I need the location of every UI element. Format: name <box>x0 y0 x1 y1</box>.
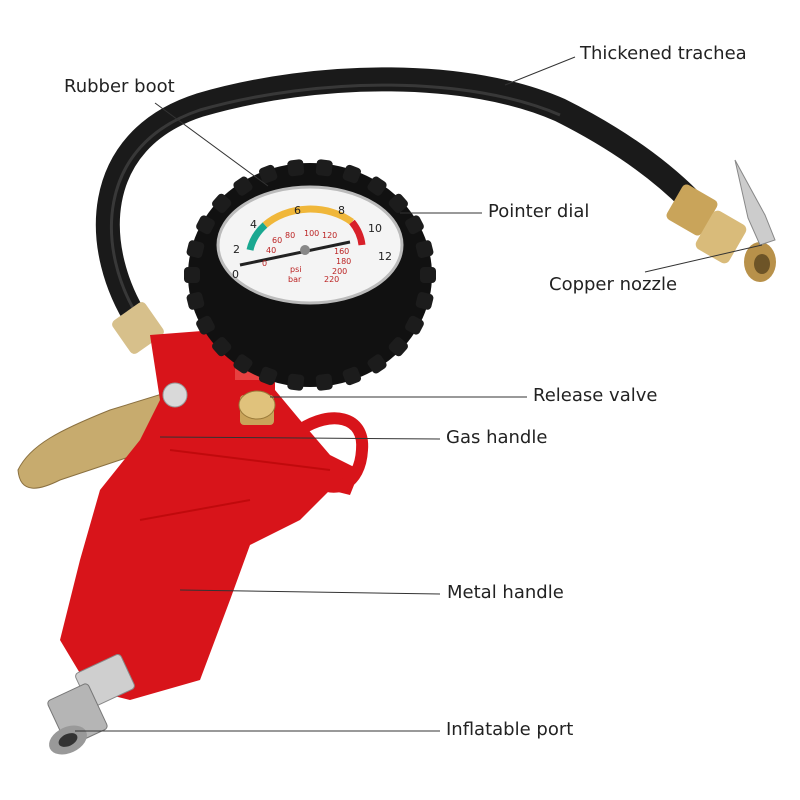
psi-tick: 0 <box>262 259 267 268</box>
dial-needle <box>239 240 351 267</box>
boot-tooth <box>342 366 362 386</box>
psi-tick: 60 <box>272 236 282 245</box>
bar-tick: 8 <box>338 204 345 217</box>
psi-tick: 180 <box>336 257 351 266</box>
boot-tooth <box>342 164 362 184</box>
boot-tooth <box>186 240 205 258</box>
label-release-valve: Release valve <box>533 385 658 406</box>
hose <box>95 67 702 337</box>
boot-tooth <box>388 193 408 214</box>
boot-tooth <box>196 315 215 335</box>
boot-tooth <box>420 267 436 283</box>
psi-unit: psi <box>290 265 301 274</box>
hanger-ring <box>296 412 369 493</box>
boot-tooth <box>405 315 424 335</box>
leader-copper-nozzle <box>644 244 763 273</box>
boot-tooth <box>367 176 387 196</box>
bar-tick: 6 <box>294 204 301 217</box>
bar-tick: 0 <box>232 268 239 281</box>
boot-tooth <box>415 292 434 310</box>
trigger-lever <box>17 389 176 489</box>
label-copper-nozzle: Copper nozzle <box>549 274 678 295</box>
boot-tooth <box>287 373 305 391</box>
psi-tick: 100 <box>304 229 319 238</box>
psi-tick: 160 <box>334 247 349 256</box>
leader-thickened-trachea <box>504 56 576 86</box>
pointer-dial: 0 2 4 6 8 10 12 0 40 60 80 100 120 160 1… <box>216 185 404 305</box>
boot-tooth <box>184 267 200 283</box>
boot-tooth <box>405 215 424 235</box>
boot-tooth <box>315 373 333 391</box>
bar-tick: 10 <box>368 222 382 235</box>
pivot-pin <box>162 382 188 408</box>
boot-tooth <box>212 336 232 357</box>
leader-metal-handle <box>179 589 441 595</box>
psi-tick: 220 <box>324 275 339 284</box>
label-metal-handle: Metal handle <box>447 582 564 603</box>
psi-tick: 200 <box>332 267 347 276</box>
label-inflatable-port: Inflatable port <box>446 719 574 740</box>
boot-tooth <box>287 159 305 177</box>
psi-tick: 40 <box>266 246 276 255</box>
gun-body <box>60 330 360 700</box>
boot-tooth <box>315 159 333 177</box>
psi-tick: 80 <box>285 231 295 240</box>
boot-tooth <box>415 240 434 258</box>
label-gas-handle: Gas handle <box>446 427 548 448</box>
boot-tooth <box>233 354 253 374</box>
label-rubber-boot: Rubber boot <box>64 76 175 97</box>
bar-tick: 2 <box>233 243 240 256</box>
bar-tick: 4 <box>250 218 257 231</box>
leader-lines <box>75 56 763 732</box>
boot-tooth <box>196 215 215 235</box>
label-pointer-dial: Pointer dial <box>488 201 590 222</box>
boot-tooth <box>258 164 278 184</box>
boot-tooth <box>258 366 278 386</box>
psi-tick: 120 <box>322 231 337 240</box>
leader-rubber-boot <box>154 102 269 187</box>
label-thickened-trachea: Thickened trachea <box>580 43 747 64</box>
leader-gas-handle <box>159 436 441 440</box>
release-valve <box>238 390 276 425</box>
boot-tooth <box>212 193 232 214</box>
bar-tick: 12 <box>378 250 392 263</box>
boot-tooth <box>233 176 253 196</box>
boot-tooth <box>367 354 387 374</box>
copper-nozzle <box>666 159 776 282</box>
bar-unit: bar <box>288 275 302 284</box>
boot-tooth <box>186 292 205 310</box>
boot-tooth <box>388 336 408 357</box>
inflatable-port <box>47 654 135 755</box>
